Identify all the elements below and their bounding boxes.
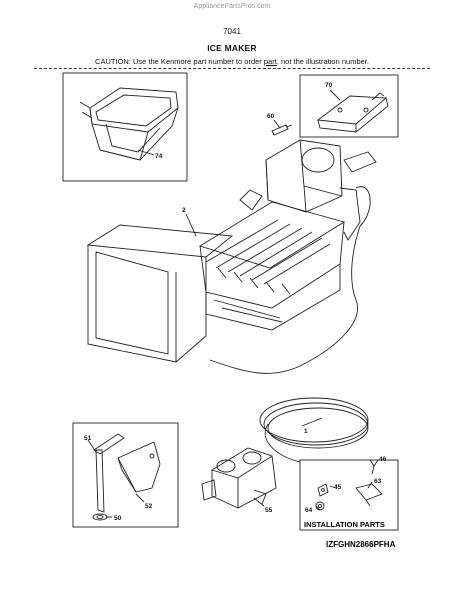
- watermark: AppliancePartsPros.com: [193, 3, 271, 10]
- leader-52: [135, 493, 145, 503]
- callout-46: 46: [379, 456, 387, 463]
- callout-64: 64: [305, 507, 313, 514]
- callout-74: 74: [155, 153, 163, 160]
- leader-64: [315, 505, 321, 511]
- water-tube-coil-illustration: [259, 397, 369, 463]
- panel-ice-bucket: [62, 72, 188, 182]
- ice-maker-assembly-illustration: [86, 139, 377, 374]
- model-code: IZFGHN2866PFHA: [326, 540, 396, 549]
- leader-2: [185, 213, 197, 237]
- page-number: 7041: [223, 27, 241, 36]
- ice-bucket-illustration: [79, 87, 179, 161]
- caution-note: CAUTION: Use the Kenmore part number to …: [0, 57, 464, 66]
- callout-52: 52: [145, 503, 153, 510]
- callout-50: 50: [114, 515, 122, 522]
- leader-60: [273, 119, 281, 129]
- caution-underlined-word: part: [263, 57, 277, 66]
- callout-1: 1: [304, 428, 308, 435]
- callout-55: 55: [265, 507, 273, 514]
- callout-60: 60: [267, 113, 275, 120]
- leader-46: [373, 459, 379, 467]
- panel-mounting-bracket: [299, 74, 399, 138]
- leader-51: [87, 439, 97, 453]
- callout-2: 2: [182, 207, 186, 214]
- fill-tube-illustration: [92, 433, 161, 521]
- water-valve-illustration: [201, 447, 277, 509]
- panel-fill-tube: [72, 422, 179, 528]
- mounting-bracket-illustration: [316, 92, 389, 133]
- callout-70: 70: [325, 82, 333, 89]
- panel-installation-parts: [299, 459, 399, 531]
- caution-prefix: CAUTION: Use the Kenmore part number to …: [95, 57, 264, 66]
- leader-74: [137, 149, 155, 156]
- callout-51: 51: [84, 435, 92, 442]
- leader-70: [329, 89, 341, 101]
- callout-45: 45: [334, 484, 342, 491]
- leader-45: [329, 485, 337, 489]
- diagram-title: ICE MAKER: [207, 43, 257, 53]
- caution-suffix: , not the illustration number.: [276, 57, 369, 66]
- leader-1: [301, 417, 323, 427]
- leader-55: [253, 497, 265, 507]
- callout-63: 63: [374, 478, 382, 485]
- installation-parts-illustration: [315, 459, 383, 511]
- leader-63: [367, 481, 373, 489]
- installation-parts-label: INSTALLATION PARTS: [304, 520, 385, 529]
- header-divider: [34, 68, 430, 69]
- screw-60-illustration: [271, 124, 293, 136]
